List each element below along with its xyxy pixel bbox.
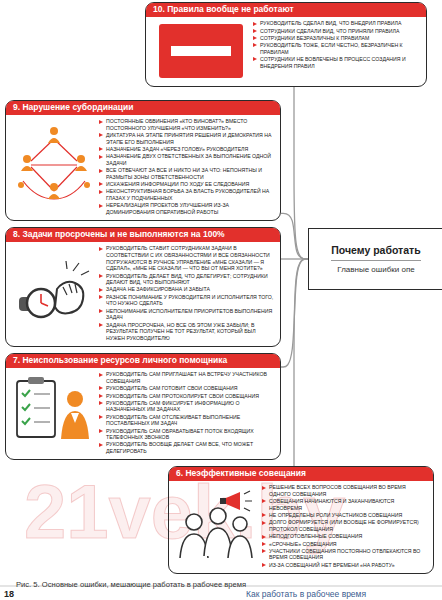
assistant-head bbox=[67, 391, 83, 407]
bullet-list: РУКОВОДИТЕЛЬ САМ ПРИГЛАШАЕТ НА ВСТРЕЧУ У… bbox=[99, 371, 275, 456]
tasks-box: 8. Задачи просрочены и не выполняются на… bbox=[5, 227, 281, 347]
bullet-item: РУКОВОДИТЕЛЬ САМ ОБРАБАТЫВАЕТ ПОТОК ВХОД… bbox=[99, 428, 275, 441]
fist-fingers bbox=[63, 284, 77, 295]
box-heading: 7. Неиспользование ресурсов личного помо… bbox=[6, 354, 280, 368]
clipboard-assistant bbox=[11, 373, 97, 453]
illustration bbox=[9, 371, 99, 456]
bullet-item: ИЗ-ЗА СОВЕЩАНИЙ НЕТ ВРЕМЕНИ «НА РАБОТУ» bbox=[262, 562, 428, 569]
checks bbox=[22, 390, 30, 424]
bullet-item: РУКОВОДИТЕЛЬ СТАВИТ СОТРУДНИКАМ ЗАДАЧИ В… bbox=[99, 245, 275, 272]
meeting-people bbox=[174, 486, 260, 566]
box-heading: 10. Правила вообще не работают bbox=[146, 3, 426, 17]
box-body: РУКОВОДИТЕЛЬ САМ ПРИГЛАШАЕТ НА ВСТРЕЧУ У… bbox=[6, 368, 280, 460]
bullet-item: СОТРУДНИКИ НЕ ВОВЛЕЧЕНЫ В ПРОЦЕСС СОЗДАН… bbox=[253, 56, 421, 69]
bullet-list: ПОСТОЯННЫЕ ОБВИНЕНИЯ «КТО ВИНОВАТ?» ВМЕС… bbox=[99, 118, 275, 217]
box-heading: 6. Неэффективные совещания bbox=[169, 467, 433, 481]
page-number: 18 bbox=[4, 589, 14, 599]
connector-arc bbox=[281, 213, 308, 259]
box-heading: 8. Задачи просрочены и не выполняются на… bbox=[6, 228, 280, 242]
center-subtitle: Главные ошибки опе bbox=[337, 265, 414, 274]
bullet-item: РУКОВОДИТЕЛЬ САМ ПРОТОКОЛИРУЕТ СВОИ СОВЕ… bbox=[99, 393, 275, 400]
meetings-box: 6. Неэффективные совещания РЕШЕНИЕ ВСЕХ … bbox=[168, 466, 434, 574]
watch-hands bbox=[41, 294, 48, 306]
connector-arc bbox=[294, 259, 308, 466]
bullet-item: РУКОВОДИТЕЛЬ СДЕЛАЛ ВИД, ЧТО ВНЕДРИЛ ПРА… bbox=[253, 20, 421, 27]
bullet-item: РУКОВОДИТЕЛЬ САМ ПРИГЛАШАЕТ НА ВСТРЕЧУ У… bbox=[99, 371, 275, 384]
center-box: Почему работатьГлавные ошибки опе bbox=[308, 228, 442, 290]
watch-face bbox=[27, 289, 55, 317]
bullet-item: ЗАДАЧА ПРОСРОЧЕНА, НО ВСЕ ОБ ЭТОМ УЖЕ ЗА… bbox=[99, 322, 275, 342]
bullet-item: СОВЕЩАНИЯ НАЧИНАЮТСЯ И ЗАКАНЧИВАЮТСЯ НЕВ… bbox=[262, 498, 428, 511]
sign-plate bbox=[159, 24, 243, 78]
box-body: ПОСТОЯННЫЕ ОБВИНЕНИЯ «КТО ВИНОВАТ?» ВМЕС… bbox=[6, 115, 280, 221]
box-body: РУКОВОДИТЕЛЬ СДЕЛАЛ ВИД, ЧТО ВНЕДРИЛ ПРА… bbox=[146, 17, 426, 86]
illustration bbox=[9, 118, 99, 217]
bullet-item: НЕ ОПРЕДЕЛЕНЫ РОЛИ УЧАСТНИКОВ СОВЕЩАНИЯ bbox=[262, 512, 428, 519]
bullet-list: РУКОВОДИТЕЛЬ СТАВИТ СОТРУДНИКАМ ЗАДАЧИ В… bbox=[99, 245, 275, 342]
fist bbox=[55, 282, 83, 314]
bullet-item: РУКОВОДИТЕЛЬ ВООБЩЕ ДЕЛАЕТ САМ ВСЕ, ЧТО … bbox=[99, 441, 275, 454]
people-network bbox=[11, 121, 97, 213]
bullet-item: РУКОВОДИТЕЛЬ САМ ГОТОВИТ СВОИ СОВЕЩАНИЯ bbox=[99, 385, 275, 392]
bullet-item: ДИКТАТУРА НА ЭТАПЕ ПРИНЯТИЯ РЕШЕНИЯ И ДЕ… bbox=[99, 132, 275, 145]
assistant-box: 7. Неиспользование ресурсов личного помо… bbox=[5, 353, 281, 460]
bullet-item: ИСКАЖЕНИЯ ИНФОРМАЦИИ ПО ХОДУ ЕЕ СЛЕДОВАН… bbox=[99, 181, 275, 188]
box-body: РЕШЕНИЕ ВСЕХ ВОПРОСОВ СОВЕЩАНИЯ ВО ВРЕМЯ… bbox=[169, 481, 433, 573]
megaphone-grip bbox=[220, 498, 226, 504]
bullet-list: РЕШЕНИЕ ВСЕХ ВОПРОСОВ СОВЕЩАНИЯ ВО ВРЕМЯ… bbox=[262, 484, 428, 569]
assistant-body bbox=[61, 411, 89, 439]
bullet-item: СОТРУДНИКИ СДЕЛАЛИ ВИД, ЧТО ПРИНЯЛИ ПРАВ… bbox=[253, 28, 421, 35]
box-heading: 9. Нарушение субординации bbox=[6, 101, 280, 115]
bullet-item: НЕПОНИМАНИЕ ИСПОЛНИТЕЛЕМ ПРИОРИТЕТОВ ВЫП… bbox=[99, 308, 275, 321]
bullet-item: НЕПОДГОТОВЛЕННЫЕ СОВЕЩАНИЯ bbox=[262, 533, 428, 540]
running-footer: Как работать в рабочее время bbox=[246, 589, 366, 599]
bullet-item: ДОЛГО ФОРМИРУЕТСЯ (ИЛИ ВООБЩЕ НЕ ФОРМИРУ… bbox=[262, 519, 428, 532]
bullet-item: НЕРЕАЛИЗАЦИЯ ПРОЕКТОВ УЛУЧШЕНИЯ ИЗ-ЗА ДО… bbox=[99, 202, 275, 215]
bullet-item: РУКОВОДИТЕЛЬ ДЕЛАЕТ ВИД, ЧТО ДЕЛЕГИРУЕТ;… bbox=[99, 273, 275, 286]
assistant-collar bbox=[71, 413, 79, 423]
bullet-item: НЕКОНСТРУКТИВНАЯ БОРЬБА ЗА ВЛАСТЬ РУКОВО… bbox=[99, 188, 275, 201]
bullet-item: РУКОВОДИТЕЛЬ ТОЖЕ, ЕСЛИ ЧЕСТНО, БЕЗРАЗЛИ… bbox=[253, 42, 421, 55]
bullet-item: ПОСТОЯННЫЕ ОБВИНЕНИЯ «КТО ВИНОВАТ?» ВМЕС… bbox=[99, 118, 275, 131]
illustration bbox=[172, 484, 262, 569]
bullet-item: ВСЕ ОТВЕЧАЮТ ЗА ВСЕ И НИКТО НИ ЗА ЧТО: Н… bbox=[99, 167, 275, 180]
lines bbox=[34, 394, 50, 422]
people bbox=[18, 127, 90, 199]
subordination-box: 9. Нарушение субординации ПОСТОЯННЫЕ ОБВ… bbox=[5, 100, 281, 221]
bullet-item: РАЗНОЕ ПОНИМАНИЕ У РУКОВОДИТЕЛЯ И ИСПОЛН… bbox=[99, 294, 275, 307]
clip bbox=[28, 377, 44, 384]
bullet-item: РЕШЕНИЕ ВСЕХ ВОПРОСОВ СОВЕЩАНИЯ ВО ВРЕМЯ… bbox=[262, 484, 428, 497]
motion-lines bbox=[66, 261, 89, 275]
figure-caption: Рис. 5. Основные ошибки, мешающие работа… bbox=[16, 580, 246, 589]
illustration bbox=[9, 245, 99, 342]
no-entry-sign bbox=[151, 20, 251, 82]
bullet-item: «СРОЧНЫЕ» СОВЕЩАНИЯ bbox=[262, 541, 428, 548]
connector-arc bbox=[294, 87, 308, 259]
center-title: Почему работать bbox=[331, 244, 420, 261]
bullet-item: НАЗНАЧЕНИЕ ЗАДАЧ «ЧЕРЕЗ ГОЛОВУ» РУКОВОДИ… bbox=[99, 146, 275, 153]
arrows bbox=[23, 139, 85, 199]
illustration bbox=[149, 20, 253, 82]
bullet-item: НАЗНАЧЕНИЕ ДВУХ ОТВЕТСТВЕННЫХ ЗА ВЫПОЛНЕ… bbox=[99, 153, 275, 166]
bullet-item: РУКОВОДИТЕЛЬ САМ ФИКСИРУЕТ ИНФОРМАЦИЮ О … bbox=[99, 400, 275, 413]
bullet-item: ЗАДАЧА НЕ ЗАФИКСИРОВАНА И ЗАБЫТА bbox=[99, 286, 275, 293]
bullet-item: УЧАСТНИКИ СОВЕЩАНИЯ ПОСТОЯННО ОТВЛЕКАЮТС… bbox=[262, 548, 428, 561]
fist-watch bbox=[11, 253, 97, 333]
box-body: РУКОВОДИТЕЛЬ СТАВИТ СОТРУДНИКАМ ЗАДАЧИ В… bbox=[6, 242, 280, 346]
clipboard bbox=[17, 381, 55, 437]
bullet-list: РУКОВОДИТЕЛЬ СДЕЛАЛ ВИД, ЧТО ВНЕДРИЛ ПРА… bbox=[253, 20, 421, 82]
sign-bar bbox=[171, 46, 231, 56]
bullet-item: РУКОВОДИТЕЛЬ САМ ОТСЛЕЖИВАЕТ ВЫПОЛНЕНИЕ … bbox=[99, 414, 275, 427]
bullet-item: СОТРУДНИКИ БЕЗРАЗЛИЧНЫ К ПРАВИЛАМ bbox=[253, 35, 421, 42]
rules-box: 10. Правила вообще не работают РУКОВОДИТ… bbox=[145, 2, 427, 87]
